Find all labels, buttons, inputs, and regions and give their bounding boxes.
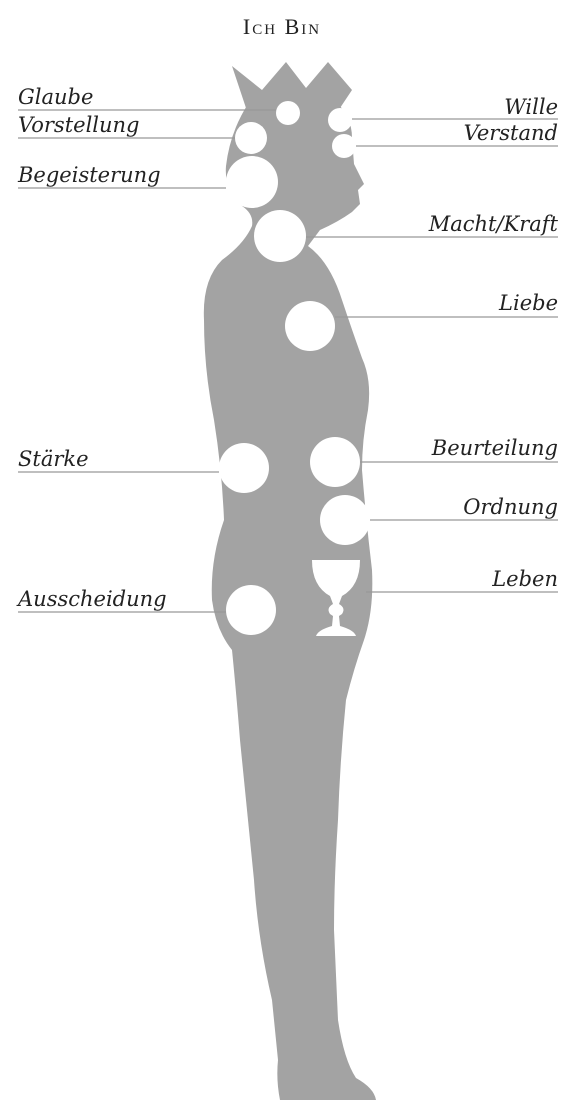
center-begeisterung bbox=[226, 156, 278, 208]
center-vorstellung bbox=[235, 122, 267, 154]
center-ausscheidung bbox=[226, 585, 276, 635]
label-macht-kraft: Macht/Kraft bbox=[429, 213, 558, 235]
center-macht-kraft bbox=[254, 210, 306, 262]
label-vorstellung: Vorstellung bbox=[18, 114, 140, 136]
center-beurteilung bbox=[310, 437, 360, 487]
label-liebe: Liebe bbox=[499, 292, 558, 314]
label-verstand: Verstand bbox=[464, 122, 558, 144]
center-verstand bbox=[332, 134, 356, 158]
center-staerke bbox=[219, 443, 269, 493]
center-wille bbox=[328, 108, 352, 132]
label-ordnung: Ordnung bbox=[463, 496, 558, 518]
crown-icon bbox=[232, 62, 352, 108]
label-begeisterung: Begeisterung bbox=[18, 164, 161, 186]
label-staerke: Stärke bbox=[18, 448, 89, 470]
center-ordnung bbox=[320, 495, 370, 545]
center-liebe bbox=[285, 301, 335, 351]
center-glaube bbox=[276, 101, 300, 125]
label-beurteilung: Beurteilung bbox=[432, 437, 558, 459]
label-leben: Leben bbox=[492, 568, 558, 590]
label-wille: Wille bbox=[504, 96, 558, 118]
label-glaube: Glaube bbox=[18, 86, 93, 108]
label-ausscheidung: Ausscheidung bbox=[18, 588, 167, 610]
